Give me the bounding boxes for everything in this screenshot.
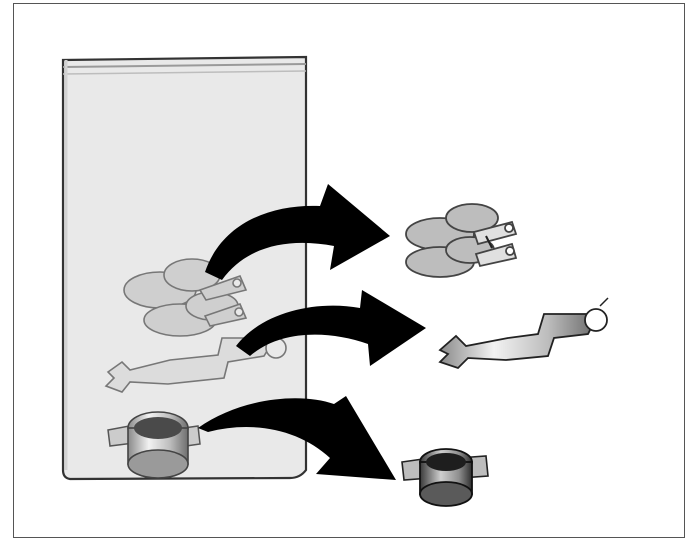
open-end-wrench-icon xyxy=(438,297,609,370)
arrow-wrench xyxy=(236,290,426,366)
arrow-hose-clamp xyxy=(198,396,396,480)
bag-hose-clamp-icon xyxy=(107,411,201,479)
bag-clamp-clips-icon xyxy=(123,258,248,337)
clamp-clips-icon xyxy=(405,203,518,278)
arrow-clips xyxy=(205,184,390,280)
hose-clamp-icon xyxy=(401,448,489,507)
